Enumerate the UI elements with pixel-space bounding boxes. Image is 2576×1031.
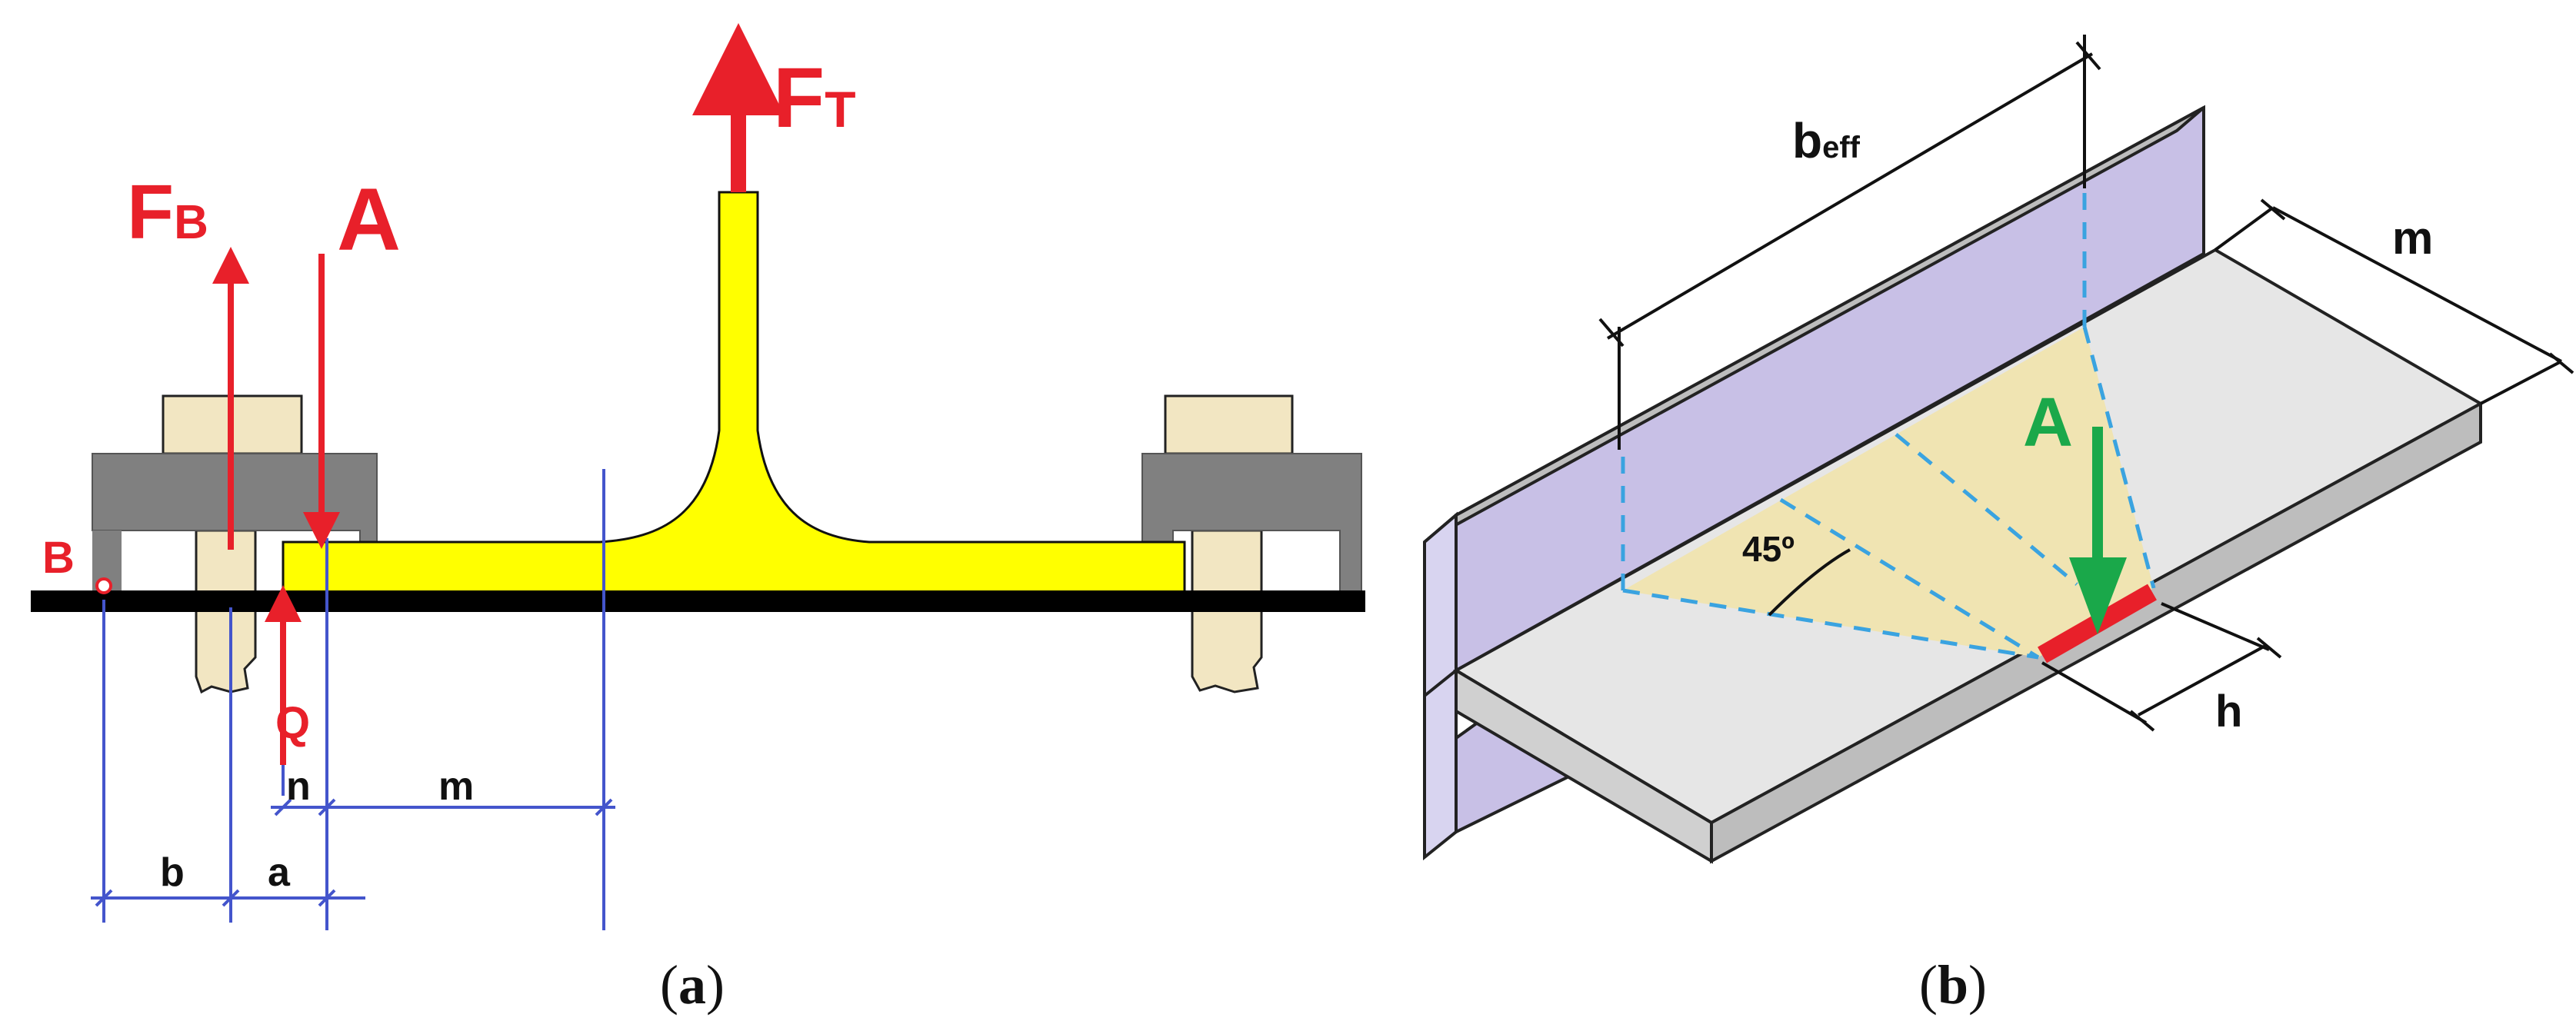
label-force-a: A [337,171,401,269]
caption-a: (a) [660,954,725,1016]
dim-h [2041,602,2282,732]
yield-dash-2 [1779,497,2040,660]
dim-beff [1598,35,2101,450]
label-point-b: B [42,533,75,583]
base-plate-line [31,590,1365,612]
label-m: m [2392,212,2433,264]
caption-b: (b) [1919,954,1987,1016]
dim-m [2214,198,2574,405]
left-bolt-shank-lower [195,590,257,694]
flange-left-edge [1455,667,1713,864]
label-q: Q [275,698,310,748]
dim-label-n: n [286,764,311,809]
yield-dash-3 [1895,433,2078,586]
t-stub-flange [282,191,1186,594]
label-fb: FB [127,169,208,255]
dim-ticks-a [95,798,613,907]
dim-label-a: a [268,850,291,895]
label-load-a: A [2023,384,2073,461]
load-arrow-a-head [2069,557,2127,634]
label-angle-45: 45º [1742,529,1795,569]
right-bolt-head [1164,394,1294,455]
right-bolt-shank-upper [1191,529,1263,594]
right-bolt-shank-lower [1191,590,1263,693]
panel-a: FT FB A B Q n m b a (a) [31,23,1365,1016]
panel-b: beff m A 45º h (b) [1423,35,2574,1016]
dim-label-m: m [438,764,474,809]
left-bolt-shank-upper [195,529,257,594]
angle-45-arc [1768,548,1851,617]
label-beff: beff [1792,113,1861,168]
yield-line-zone [1623,327,2154,657]
label-h: h [2215,687,2242,737]
web-end-left [1423,511,1458,700]
point-b-marker [95,577,112,594]
yield-dash-4 [2082,326,2156,589]
label-ft: FT [773,51,856,145]
dim-label-b: b [160,850,185,895]
yield-dash-1 [1622,588,2039,660]
